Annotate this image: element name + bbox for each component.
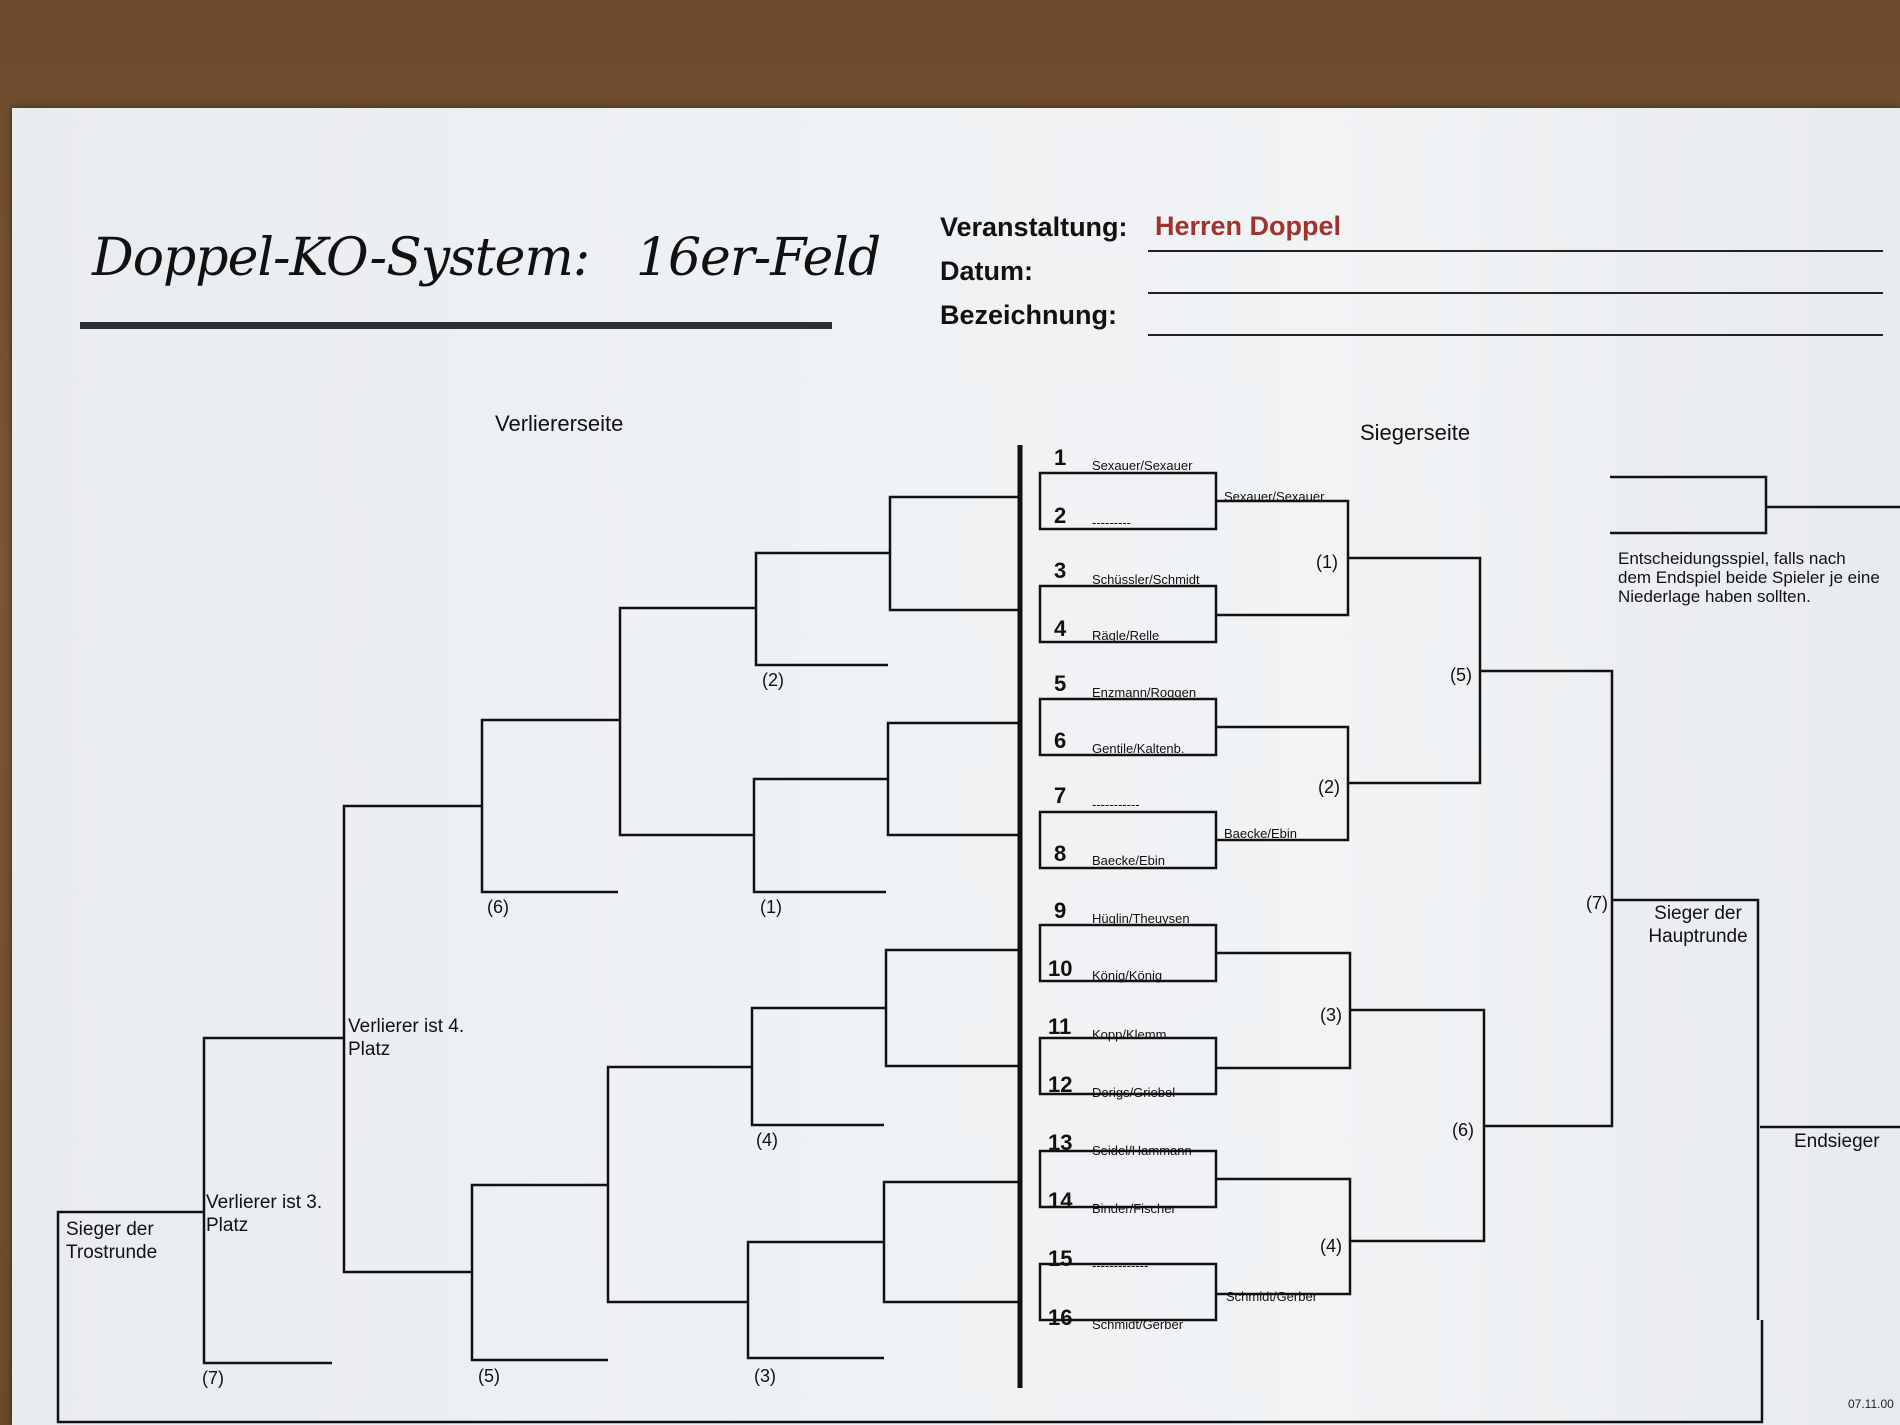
seed-number: 13 — [1048, 1130, 1073, 1155]
seed-team: König/König — [1092, 968, 1163, 983]
seed-team: Rägle/Relle — [1092, 628, 1160, 643]
winners-match-number: (2) — [1318, 777, 1340, 797]
seed-team: ------------- — [1092, 1258, 1149, 1273]
seed-number: 5 — [1054, 671, 1067, 696]
losers-match-number: (6) — [487, 897, 509, 917]
main-round-winner-note: Sieger der Hauptrunde — [1648, 903, 1748, 947]
advanced-team: Baecke/Ebin — [1224, 826, 1297, 841]
losers-match-number: (7) — [202, 1368, 224, 1388]
seed-team: Gentile/Kaltenb. — [1092, 741, 1185, 756]
seed-number: 9 — [1054, 898, 1067, 923]
date-line — [1148, 292, 1883, 294]
seed-number: 16 — [1048, 1305, 1073, 1330]
seed-team: Enzmann/Roggen — [1092, 685, 1197, 700]
final-winner-note: Endsieger — [1794, 1131, 1880, 1152]
event-line — [1148, 250, 1883, 252]
winners-match-number: (5) — [1450, 665, 1472, 685]
seed-number: 2 — [1054, 503, 1067, 528]
third-place-note: Verlierer ist 3. Platz — [206, 1192, 323, 1236]
winners-match-number: (1) — [1316, 552, 1338, 572]
losers-match-number: (5) — [478, 1366, 500, 1386]
seed-team: Hüglin/Theuysen — [1092, 911, 1190, 926]
advanced-team: Sexauer/Sexauer — [1224, 489, 1325, 504]
seed-number: 3 — [1054, 558, 1067, 583]
seed-number: 4 — [1054, 616, 1067, 641]
seed-number: 10 — [1048, 956, 1073, 981]
seed-team: Binder/Fischer — [1092, 1201, 1176, 1216]
seed-number: 12 — [1048, 1072, 1073, 1097]
winners-match-number: (7) — [1586, 893, 1608, 913]
losers-side-heading: Verliererseite — [495, 411, 624, 436]
event-label: Veranstaltung: — [940, 212, 1128, 242]
designation-line — [1148, 334, 1883, 336]
losers-match-number: (3) — [754, 1366, 776, 1386]
winners-match-number: (4) — [1320, 1236, 1342, 1256]
event-value: Herren Doppel — [1155, 211, 1342, 241]
fourth-place-note: Verlierer ist 4. Platz — [348, 1016, 465, 1060]
seed-team: Sexauer/Sexauer — [1092, 458, 1193, 473]
winners-side-heading: Siegerseite — [1360, 420, 1471, 445]
seed-team: Kopp/Klemm — [1092, 1027, 1167, 1042]
advanced-team: Schmidt/Gerber — [1226, 1289, 1318, 1304]
seed-number: 8 — [1054, 841, 1067, 866]
seed-number: 14 — [1048, 1188, 1073, 1213]
losers-match-number: (4) — [756, 1130, 778, 1150]
decider-note: Entscheidungsspiel, falls nach dem Endsp… — [1618, 549, 1880, 606]
seed-team: Baecke/Ebin — [1092, 853, 1165, 868]
seed-team: Schmidt/Gerber — [1092, 1317, 1184, 1332]
losers-match-number: (1) — [760, 897, 782, 917]
seed-number: 15 — [1048, 1246, 1073, 1271]
designation-label: Bezeichnung: — [940, 300, 1118, 330]
date-stamp: 07.11.00 — [1848, 1397, 1894, 1411]
seed-team: ----------- — [1092, 797, 1140, 812]
page-title: Doppel-KO-System: 16er-Feld — [92, 228, 881, 288]
seed-team: Schüssler/Schmidt — [1092, 572, 1200, 587]
consolation-winner-note: Sieger der Trostrunde — [66, 1219, 158, 1263]
losers-match-number: (2) — [762, 670, 784, 690]
date-label: Datum: — [940, 256, 1033, 286]
winners-match-number: (6) — [1452, 1120, 1474, 1140]
winners-match-number: (3) — [1320, 1005, 1342, 1025]
seed-number: 6 — [1054, 728, 1067, 753]
seed-team: Seidel/Hammann — [1092, 1143, 1192, 1158]
seed-team: Derigs/Griebel — [1092, 1085, 1176, 1100]
seed-number: 7 — [1054, 783, 1067, 808]
seed-number: 1 — [1054, 445, 1067, 470]
seed-team: --------- — [1092, 515, 1131, 530]
seed-number: 11 — [1048, 1014, 1072, 1039]
title-underline — [80, 322, 832, 329]
